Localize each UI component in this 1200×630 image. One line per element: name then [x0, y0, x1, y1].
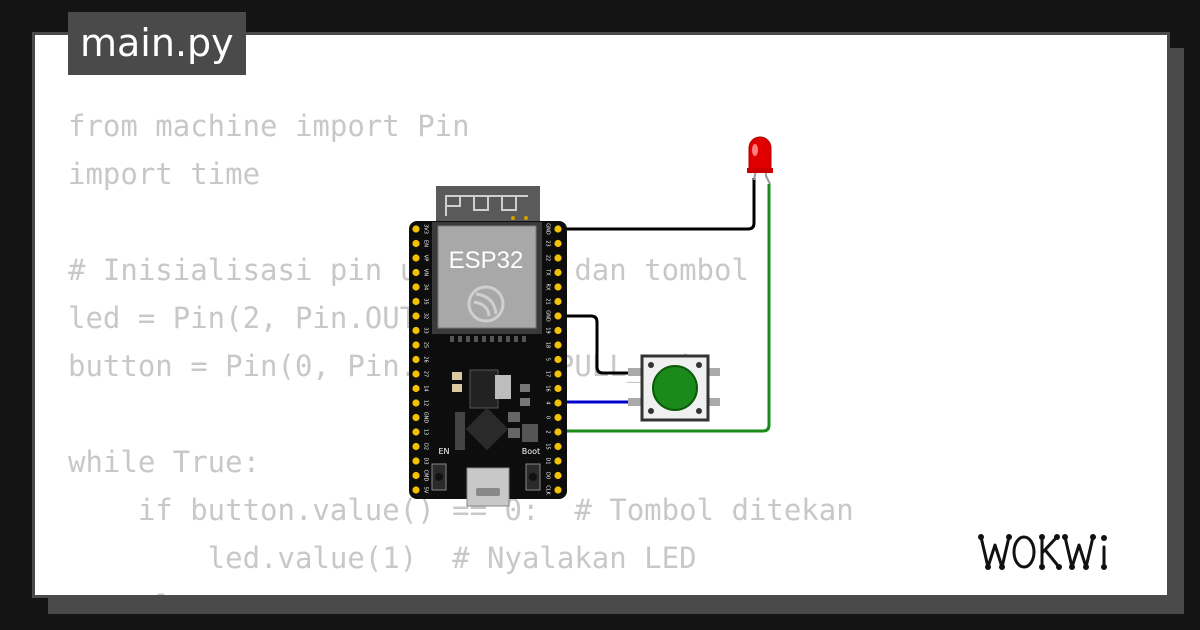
header-pin[interactable] [554, 486, 562, 494]
pin-label: TX [545, 268, 551, 276]
pin-label: 5V [423, 487, 429, 494]
pin-label: 2 [545, 430, 551, 433]
code-line: import time [68, 157, 261, 191]
header-pin[interactable] [554, 413, 562, 422]
esp32-board[interactable]: ESP32 EN Boot 3V3ENVPVN34353233252627141… [409, 186, 567, 507]
pin-label: VP [423, 255, 429, 261]
header-pin[interactable] [554, 471, 562, 480]
header-pin[interactable] [412, 297, 420, 306]
pin-label: 4 [545, 401, 551, 404]
pin-label: 3V3 [423, 224, 429, 234]
pin-label: 15 [545, 443, 551, 449]
pin-label: 35 [423, 298, 429, 304]
pin-label: 22 [545, 255, 551, 261]
pin-label: 16 [545, 385, 551, 391]
header-pin[interactable] [412, 225, 420, 233]
pin-label: 19 [545, 327, 551, 333]
en-button[interactable] [431, 463, 447, 491]
header-pin[interactable] [554, 428, 562, 436]
pin-label: 13 [423, 429, 429, 435]
boot-button[interactable] [525, 463, 541, 491]
pin-label: VN [423, 269, 429, 276]
header-pin[interactable] [412, 370, 420, 378]
header-pin[interactable] [412, 428, 420, 436]
pin-label: 5 [545, 358, 551, 361]
pin-label: 0 [545, 416, 551, 419]
header-pin[interactable] [554, 239, 562, 248]
header-pin[interactable] [554, 384, 562, 393]
wire-led-signal [558, 184, 771, 433]
code-line: from machine import Pin [68, 109, 470, 143]
header-pin[interactable] [412, 268, 420, 277]
header-pin[interactable] [412, 457, 420, 465]
pin-label: 18 [545, 342, 551, 348]
header-pin[interactable] [554, 297, 562, 306]
pin-label: 17 [545, 371, 551, 377]
pin-label: CMD [423, 470, 429, 482]
pin-label: D1 [545, 457, 551, 464]
header-pin[interactable] [412, 486, 420, 494]
espressif-icon [467, 285, 505, 323]
wokwi-logo [978, 534, 1107, 570]
pin-label: 32 [423, 313, 429, 319]
code-line: else: [68, 582, 854, 595]
pin-label: GND [545, 310, 551, 322]
header-pin[interactable] [554, 442, 562, 451]
pin-label: RX [545, 284, 551, 291]
header-pin[interactable] [554, 225, 562, 233]
header-pin[interactable] [554, 312, 562, 320]
pin-label: 26 [423, 356, 429, 362]
pin-label: 25 [423, 342, 429, 348]
pin-label: 27 [423, 371, 429, 377]
header-pin[interactable] [412, 442, 420, 451]
pin-label: CLK [545, 485, 551, 495]
header-pin[interactable] [412, 254, 420, 262]
file-tab-label: main.py [80, 21, 234, 65]
header-pin[interactable] [554, 283, 562, 291]
pin-label: 12 [423, 400, 429, 406]
pin-label: 21 [545, 298, 551, 304]
pin-label: D2 [423, 443, 429, 450]
boot-button-label: Boot [522, 447, 540, 456]
header-pin[interactable] [554, 399, 562, 407]
pin-label: 34 [423, 284, 429, 290]
header-pin[interactable] [412, 312, 420, 320]
header-pin[interactable] [412, 341, 420, 349]
pin-label: D3 [423, 457, 429, 464]
esp32-label: ESP32 [449, 247, 524, 274]
header-pin[interactable] [554, 326, 562, 335]
header-pin[interactable] [554, 457, 562, 465]
header-pin[interactable] [412, 355, 420, 364]
header-pin[interactable] [554, 268, 562, 277]
header-pin[interactable] [554, 355, 562, 364]
header-pin[interactable] [412, 384, 420, 393]
led-red[interactable] [747, 136, 773, 185]
wire-gnd-button [558, 314, 640, 375]
header-pin[interactable] [412, 399, 420, 407]
header-pin[interactable] [412, 239, 420, 248]
code-line: while True: [68, 445, 261, 479]
en-button-label: EN [438, 447, 449, 456]
header-pin[interactable] [554, 254, 562, 262]
pin-label: 23 [545, 240, 551, 246]
header-pin[interactable] [412, 471, 420, 480]
pin-label: GND [545, 223, 551, 235]
pin-label: GND [423, 412, 429, 424]
pin-label: 33 [423, 327, 429, 333]
header-pin[interactable] [412, 283, 420, 291]
pin-label: EN [423, 240, 429, 247]
header-pin[interactable] [412, 326, 420, 335]
header-pin[interactable] [554, 341, 562, 349]
code-line: led.value(1) # Nyalakan LED [68, 541, 697, 575]
file-tab[interactable]: main.py [68, 12, 246, 75]
header-pin[interactable] [412, 413, 420, 422]
header-pin[interactable] [554, 370, 562, 378]
wire-gnd-led [558, 178, 756, 231]
pin-label: 14 [423, 385, 429, 391]
pushbutton-green[interactable] [628, 354, 720, 422]
pin-label: D0 [545, 472, 551, 479]
